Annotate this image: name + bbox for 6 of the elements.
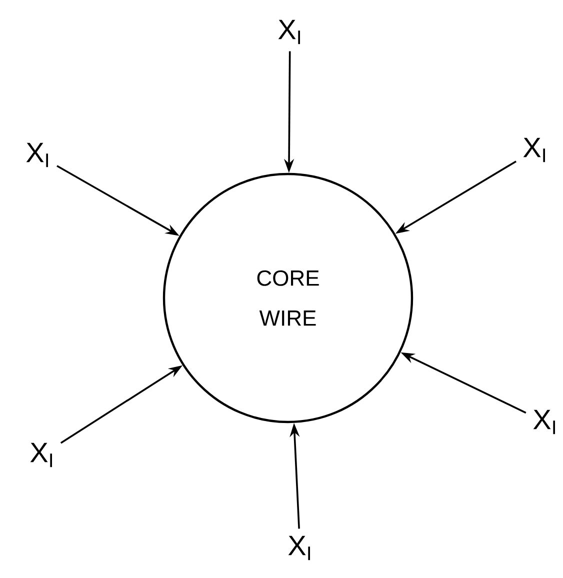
label-text: X$_{I}$ [30,442,52,468]
label-text: X$_{I}$ [26,142,48,168]
label-text: X$_{I}$ [533,410,555,434]
label-text: X$_{I}$ [288,536,310,560]
label-text: X$_{I}$ [523,138,545,162]
label-text: X$_{I}$ [278,20,300,44]
